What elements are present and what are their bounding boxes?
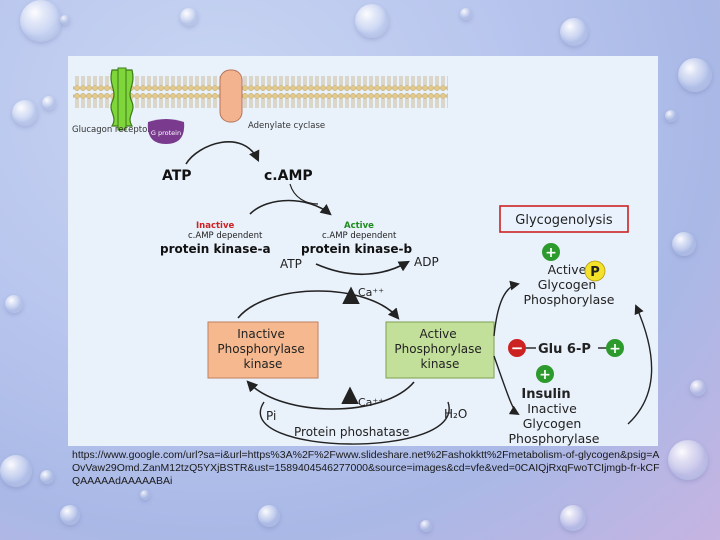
phosphatase-loop-arc [259,401,450,445]
kinase-to-phosphorylase-arrow [493,280,520,337]
calcium-lower-label: Ca⁺⁺ [358,396,384,409]
phosphorylase-cycle-arc [627,304,653,425]
glu6p-label: Glu 6-P [538,342,591,357]
receptor-label: Glucagon receptor [72,125,151,135]
droplet-decoration [678,58,712,92]
droplet-decoration [60,15,70,25]
pka-inactive-name: protein kinase-a [160,242,271,256]
phosphate-label: P [590,265,600,280]
minus-badge [508,339,526,357]
droplet-decoration [140,490,150,500]
glycogenolysis-box [499,205,629,233]
pka-inactive-desc: c.AMP dependent [188,231,263,241]
g-protein: G protein [147,119,185,144]
h2o-label: H₂O [444,407,467,421]
kinase-deactivation-arc [246,380,415,410]
droplet-decoration [668,440,708,480]
adenylate-cyclase-label: Adenylate cyclase [248,121,325,131]
droplet-decoration [42,96,56,110]
droplet-decoration [180,8,198,26]
droplet-decoration [12,100,38,126]
droplet-decoration [20,0,62,42]
pka-active-desc: c.AMP dependent [322,231,397,241]
droplet-decoration [420,520,432,532]
atp-label: ATP [162,168,192,184]
adenylate-cyclase [219,69,243,123]
droplet-decoration [355,4,389,38]
droplet-decoration [258,505,280,527]
droplet-decoration [60,505,80,525]
plus-badge-right [606,339,624,357]
insulin-label: Insulin [521,387,570,402]
droplet-decoration [672,232,696,256]
inactive-phosphorylase-label: Inactive Glycogen Phosphorylase [509,401,600,446]
glucagon-receptor [110,67,134,131]
atp2-label: ATP [280,257,302,271]
active-phosphorylase-label: Active Glycogen Phosphorylase [524,262,615,307]
droplet-decoration [560,505,586,531]
inactive-kinase-box [207,321,319,379]
pka-inactive-state: Inactive [196,221,235,231]
plus-sign: + [539,367,551,383]
pi-label: Pi [266,409,276,423]
plus-badge-top [542,243,560,261]
droplet-decoration [0,455,32,487]
droplet-decoration [460,8,472,20]
droplet-decoration [665,110,677,122]
plus-badge-insulin [536,365,554,383]
kinase-activation-arc [237,290,400,320]
droplet-decoration [560,18,588,46]
pka-activation-arrow [249,199,332,216]
plus-sign: + [609,341,621,357]
phosphate-badge [584,260,606,282]
droplet-decoration [690,380,706,396]
droplet-decoration [5,295,23,313]
pka-active-name: protein kinase-b [301,242,412,256]
glycogenolysis-label: Glycogenolysis [515,213,613,228]
adp-label: ADP [414,255,439,269]
inactive-kinase-label: Inactive Phosphorylase kinase [217,327,308,371]
atp-to-camp-arrow [185,141,260,165]
g-protein-label: G protein [151,129,181,137]
camp-to-pka-arrow [289,183,319,205]
droplet-decoration [40,470,54,484]
cell-membrane [73,76,448,112]
camp-label: c.AMP [264,168,313,184]
source-url-caption[interactable]: https://www.google.com/url?sa=i&url=http… [72,449,660,487]
plus-sign: + [545,245,557,261]
pka-active-state: Active [344,221,374,231]
atp-adp-arrow [315,260,410,276]
active-kinase-box [385,321,495,379]
calcium-upper-label: Ca⁺⁺ [358,286,384,299]
phosphorylase-inactivation-arrow [493,355,520,416]
phosphatase-label: Protein phoshatase [294,425,409,439]
glycogenolysis-diagram: Glucagon receptor G protein Adenylate cy… [68,56,658,446]
minus-sign: − [511,339,524,357]
active-kinase-label: Active Phosphorylase kinase [394,327,485,371]
